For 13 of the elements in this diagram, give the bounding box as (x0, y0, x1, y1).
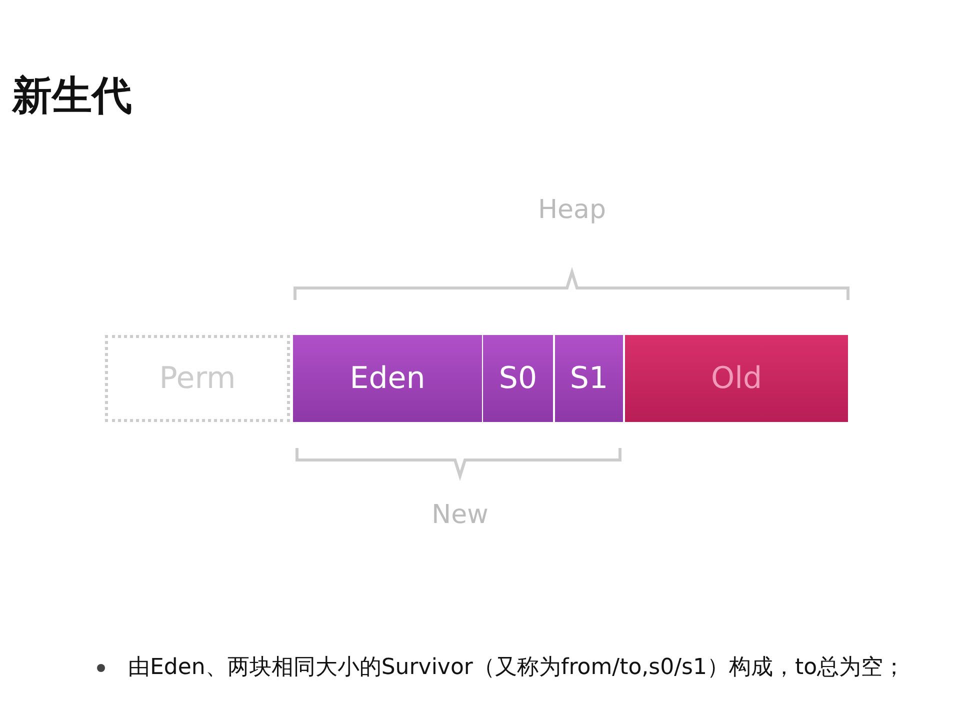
memory-region (555, 335, 623, 422)
region-label: S0 (498, 361, 538, 396)
region-label: S1 (570, 361, 608, 396)
region-label: Eden (350, 361, 426, 396)
bracket-label: New (432, 500, 488, 530)
memory-region (293, 335, 482, 422)
bullet-text: 由Eden、两块相同大小的Survivor（又称为from/to,s0/s1）构成，to总为空； (128, 655, 906, 680)
memory-region (483, 335, 553, 422)
memory-region (105, 335, 290, 422)
region-label: Old (711, 361, 762, 396)
title: 新生代 (12, 72, 132, 121)
memory-region (625, 335, 848, 422)
bracket-label: Heap (538, 195, 606, 225)
